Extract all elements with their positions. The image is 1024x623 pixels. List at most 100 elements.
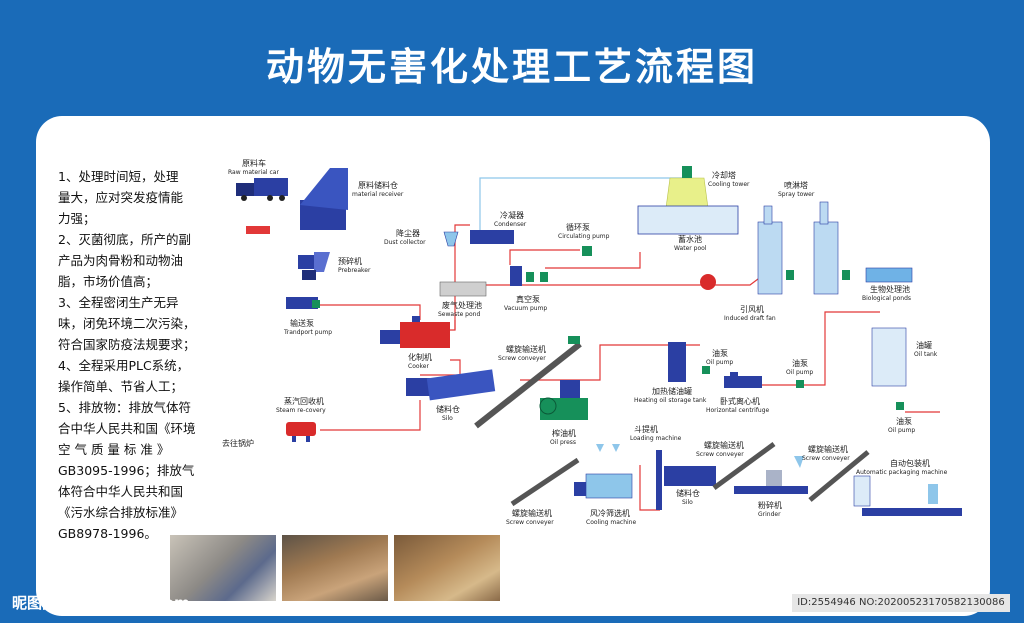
loading-machine xyxy=(596,444,662,510)
note-4: 4、全程采用PLC系统， 操作简单、节省人工； xyxy=(58,358,190,394)
grinder-label-en: Grinder xyxy=(758,511,781,518)
grinder xyxy=(734,456,808,494)
page-title: 动物无害化处理工艺流程图 xyxy=(265,45,758,89)
raw-material-car xyxy=(236,178,288,201)
waste-pond-label: 废气处理池 xyxy=(442,300,482,310)
oil-press xyxy=(539,380,588,420)
transport-pump-label: 输送泵 xyxy=(290,318,314,328)
oil-pump3-label-en: Oil pump xyxy=(888,427,915,434)
horizontal-centrifuge xyxy=(724,372,762,388)
bio-pond-label-en: Biological ponds xyxy=(862,295,911,302)
heating-oil-tank xyxy=(668,342,710,382)
waste-pond xyxy=(439,266,548,297)
receiver-label-en: material receiver xyxy=(352,191,404,198)
screw1-label-en: Screw conveyer xyxy=(498,355,546,362)
condenser-label-en: Condenser xyxy=(494,221,527,228)
watermark-left: 昵图网 www.nipic.com xyxy=(12,594,190,612)
circulating-pump xyxy=(582,246,592,256)
note-2: 2、灭菌彻底，所产的副 产品为肉骨粉和动物油 脂，市场价值高； xyxy=(58,232,191,289)
vacuum-pump-label-en: Vacuum pump xyxy=(504,305,547,312)
feature-notes: 1、处理时间短，处理 量大，应对突发疫情能 力强； 2、灭菌彻底，所产的副 产品… xyxy=(58,166,208,544)
heat-tank-label-en: Heating oil storage tank xyxy=(634,397,707,404)
note-3: 3、全程密闭生产无异 味，闭免环境二次污染， 符合国家防疫法规要求； xyxy=(58,295,196,352)
transport-pump-label-en: Trandport pump xyxy=(283,329,332,336)
oil-pump2-label: 油泵 xyxy=(792,358,808,368)
dust-collector-label-en: Dust collector xyxy=(384,239,426,246)
silo2-label-en: Silo xyxy=(682,499,693,506)
condenser-label: 冷凝器 xyxy=(500,210,524,220)
screw4-label-en: Screw conveyer xyxy=(506,519,554,526)
screw3-label-en: Screw conveyer xyxy=(802,455,850,462)
screw-conveyer-3 xyxy=(808,450,870,502)
silo2-label: 储料仓 xyxy=(676,488,700,498)
oil-pump1-label-en: Oil pump xyxy=(706,359,733,366)
silo-1 xyxy=(406,369,496,401)
cooling-tower xyxy=(637,166,739,235)
raw-car-label-en: Raw material car xyxy=(228,169,279,176)
oil-tank-label: 油罐 xyxy=(916,340,932,350)
prebreaker xyxy=(298,252,330,280)
watermark-right: ID:2554946 NO:20200523170582130086 xyxy=(792,594,1010,612)
screw2-label: 螺旋输送机 xyxy=(704,440,744,450)
prebreaker-label: 预碎机 xyxy=(338,256,362,266)
biological-pond xyxy=(865,267,913,283)
silo-2 xyxy=(664,466,716,486)
water-pool-label: 蓄水池 xyxy=(678,234,702,244)
silo1-label: 储料仓 xyxy=(436,404,460,414)
factory-photo-1 xyxy=(170,535,276,601)
steam-label-en: Steam re-covery xyxy=(276,407,326,414)
red-pipes xyxy=(320,224,940,511)
screw-conveyer-2 xyxy=(712,441,776,491)
steam-recovery xyxy=(286,422,316,442)
spray-towers xyxy=(757,201,850,295)
cooker-label-en: Cooker xyxy=(408,363,429,370)
cooker xyxy=(380,316,450,348)
oil-press-label-en: Oil press xyxy=(550,439,576,446)
draft-fan-label: 引风机 xyxy=(740,304,764,314)
oil-tank xyxy=(871,327,907,410)
heat-tank-label: 加热储油罐 xyxy=(652,386,692,396)
packaging-machine xyxy=(853,475,962,516)
transport-pump xyxy=(286,297,320,309)
cooling-tower-label-en: Cooling tower xyxy=(708,181,750,188)
centrifuge-label: 卧式离心机 xyxy=(720,396,760,406)
factory-photo-2 xyxy=(282,535,388,601)
circ-pump-label-en: Circulating pump xyxy=(558,233,610,240)
screw1-label: 螺旋输送机 xyxy=(506,344,546,354)
oil-pump-2 xyxy=(796,380,804,388)
screw-conveyer-4 xyxy=(510,457,580,507)
note-1: 1、处理时间短，处理 量大，应对突发疫情能 力强； xyxy=(58,169,184,226)
waste-pond-label-en: Sewaste pond xyxy=(438,311,480,318)
factory-photo-3 xyxy=(394,535,500,601)
cooling-tower-label: 冷却塔 xyxy=(712,170,736,180)
silo1-label-en: Silo xyxy=(442,415,453,422)
screw3-label: 螺旋输送机 xyxy=(808,444,848,454)
oil-press-label: 榨油机 xyxy=(552,428,576,438)
circ-pump-label: 循环泵 xyxy=(566,222,590,232)
condenser xyxy=(470,230,514,244)
dust-collector-label: 降尘器 xyxy=(396,228,420,238)
spray-tower-label: 喷淋塔 xyxy=(784,180,808,190)
receiver-label: 原料储料仓 xyxy=(358,180,398,190)
oil-tank-label-en: Oil tank xyxy=(914,351,938,358)
prebreaker-label-en: Prebreaker xyxy=(338,267,371,274)
loading-label-en: Loading machine xyxy=(630,435,682,442)
screw4-label: 螺旋输送机 xyxy=(512,508,552,518)
boiler-label: 去往锅炉 xyxy=(222,438,254,448)
note-5: 5、排放物：排放气体符 合中华人民共和国《环境 空 气 质 量 标 准 》 GB… xyxy=(58,400,196,541)
draft-fan-label-en: Induced draft fan xyxy=(724,315,776,322)
cooling-machine-label: 风冷筛选机 xyxy=(590,508,630,518)
steam-label: 蒸汽回收机 xyxy=(284,396,324,406)
draft-fan xyxy=(700,274,716,290)
cooling-machine-label-en: Cooling machine xyxy=(586,519,636,526)
vacuum-pump-label: 真空泵 xyxy=(516,294,540,304)
spray-tower-label-en: Spray tower xyxy=(778,191,815,198)
oil-pump2-label-en: Oil pump xyxy=(786,369,813,376)
content-panel xyxy=(36,116,990,616)
loading-label: 斗提机 xyxy=(634,424,658,434)
pack-label: 自动包装机 xyxy=(890,458,930,468)
screw-conveyer-1 xyxy=(474,336,582,429)
centrifuge-label-en: Horizontal centrifuge xyxy=(706,407,770,414)
cooker-label: 化制机 xyxy=(408,352,432,362)
